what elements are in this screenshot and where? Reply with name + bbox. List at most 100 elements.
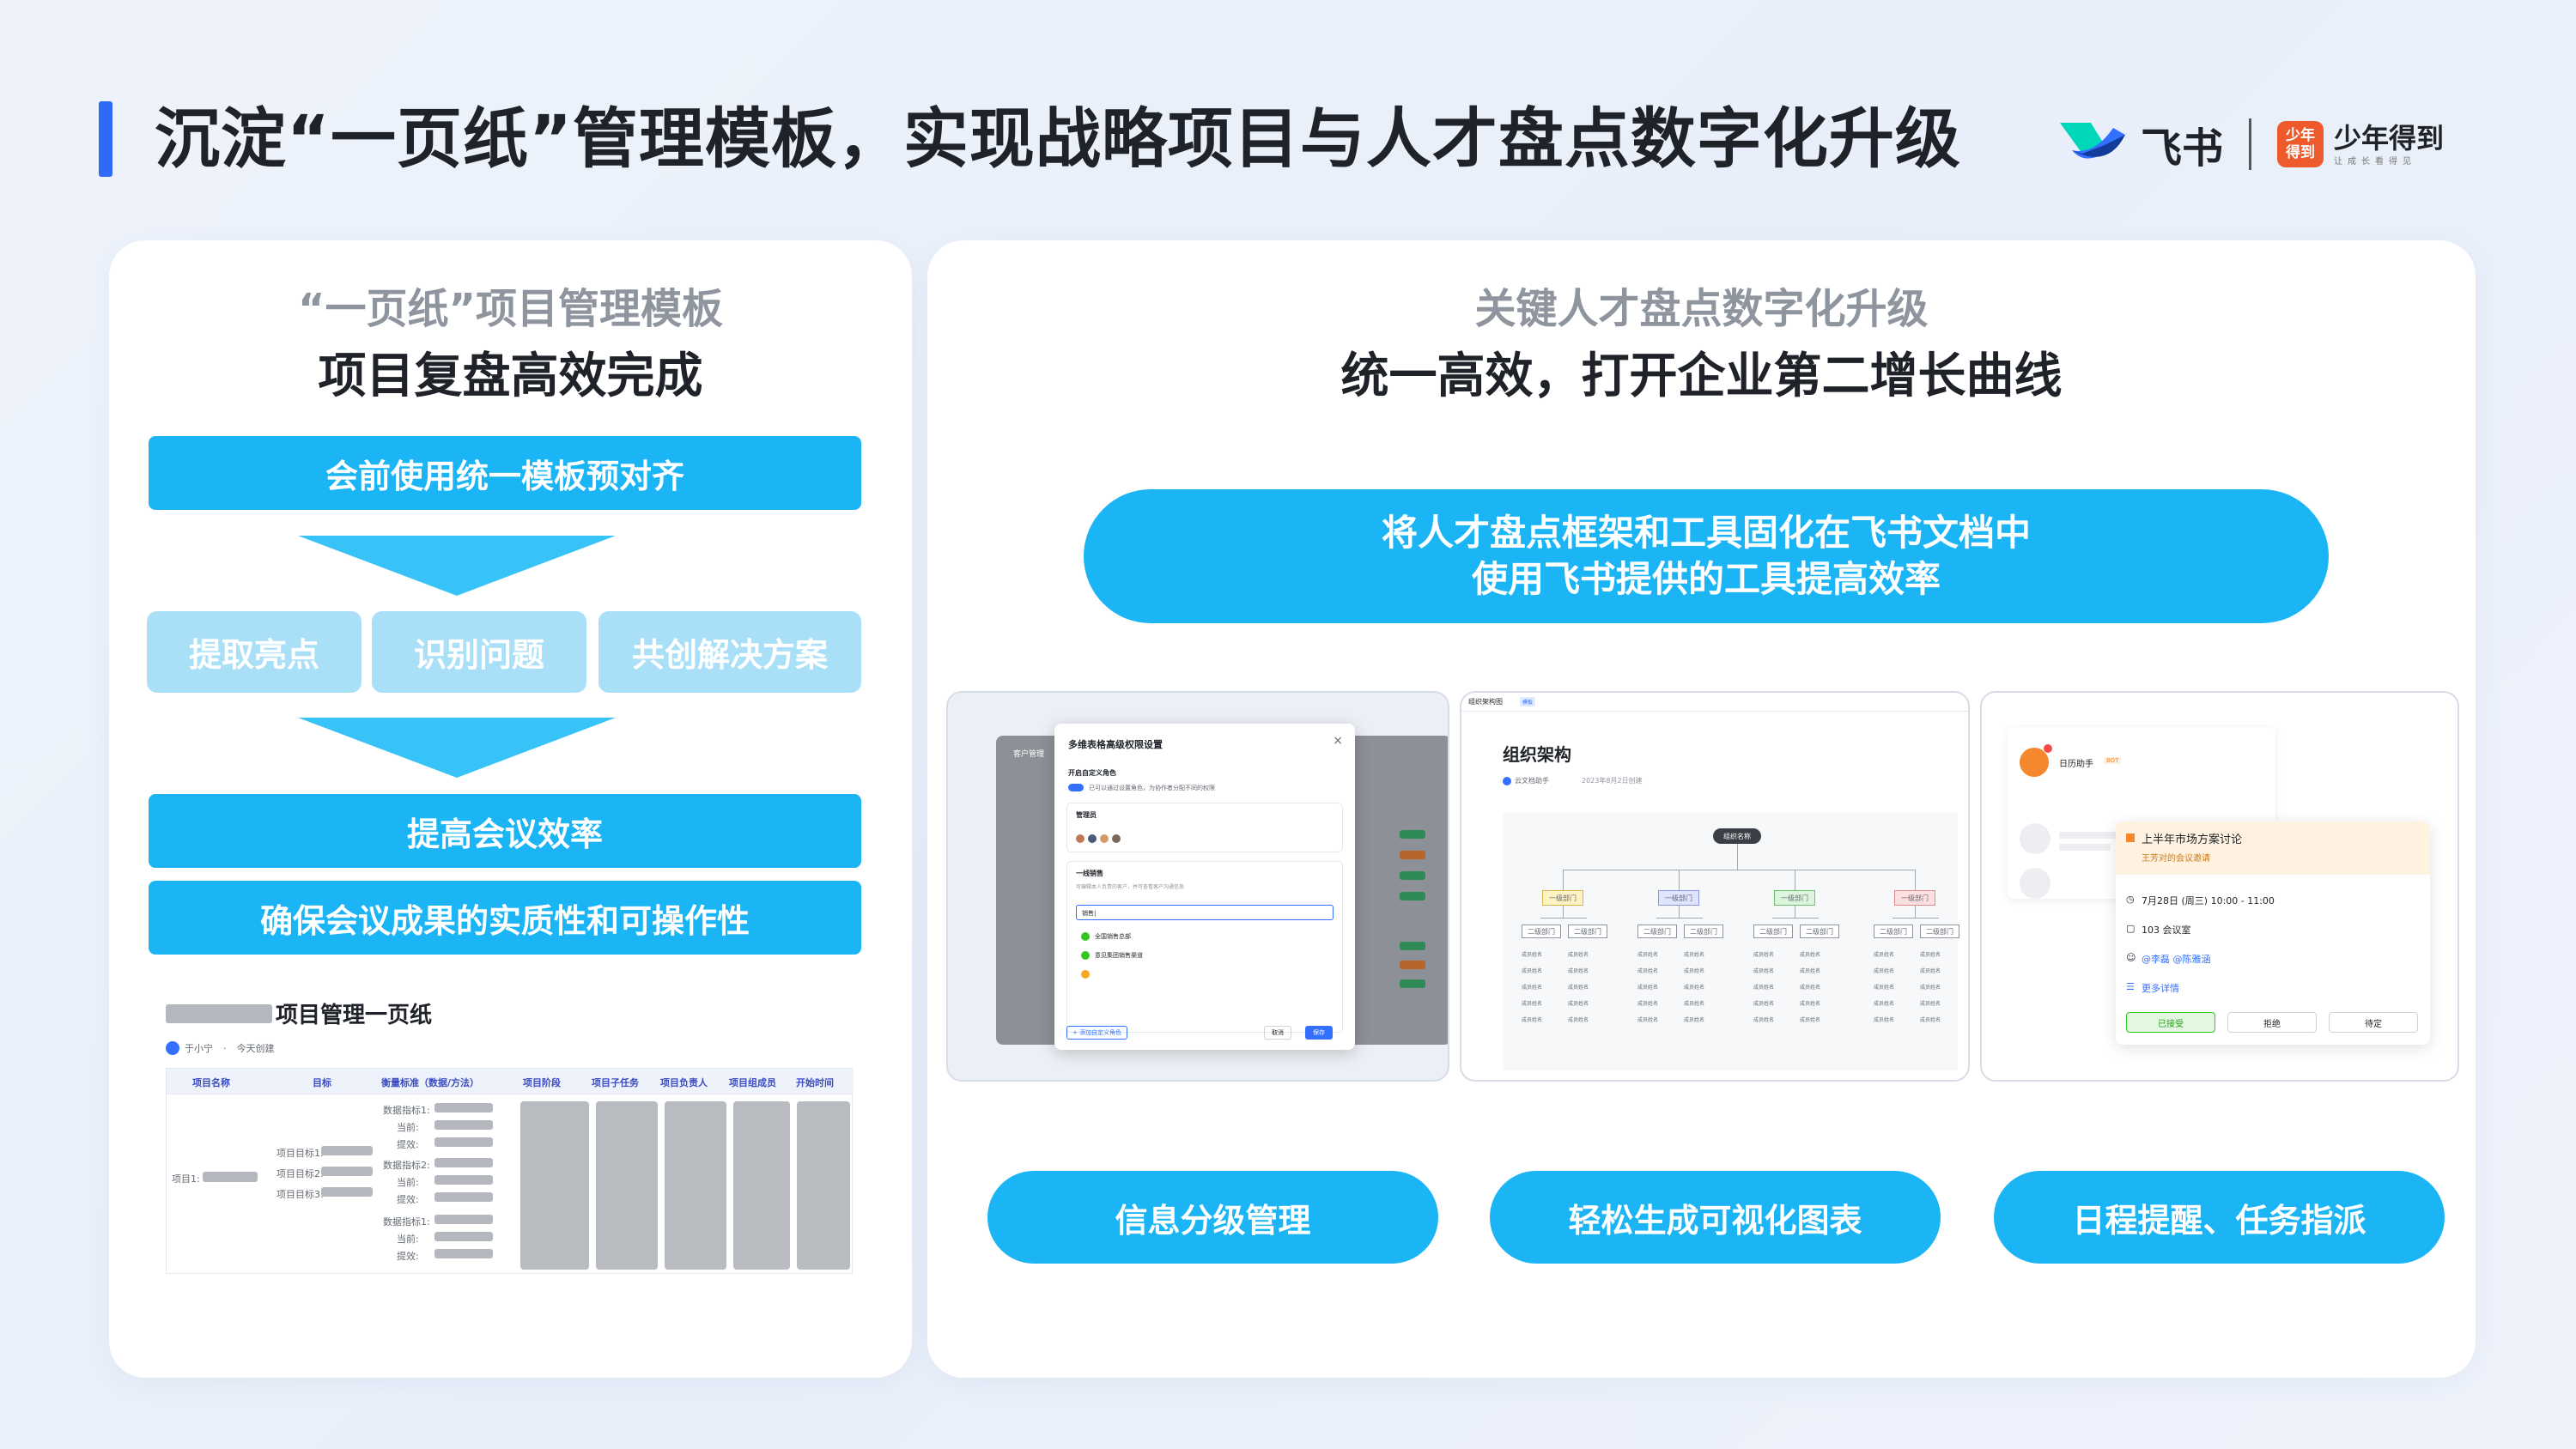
doc-created: 今天创建 xyxy=(236,1043,275,1054)
right-panel: 关键人才盘点数字化升级 统一高效，打开企业第二增长曲线 将人才盘点框架和工具固化… xyxy=(927,240,2476,1378)
col-members: 项目组成员 xyxy=(729,1077,776,1088)
status-chip xyxy=(1400,871,1425,880)
org-subdept-node: 二级部门 xyxy=(1753,925,1793,938)
metric-2: 数据指标2: xyxy=(383,1160,430,1171)
org-subdept-node: 二级部门 xyxy=(1637,925,1677,938)
add-role-button[interactable]: + 添加自定义角色 xyxy=(1066,1026,1128,1040)
role-card-sales[interactable]: 一线销售 可编辑本人负责的客户，并可查看客户沟通信息 销售| 全国销售总部 意见… xyxy=(1066,861,1343,1033)
doc-title-row: 项目管理一页纸 xyxy=(166,997,853,1029)
status-chip xyxy=(1400,892,1425,900)
option-dept-2[interactable]: 意见集团销售渠道 xyxy=(1095,952,1143,959)
col-stage: 项目阶段 xyxy=(523,1077,561,1088)
org-root-node: 组织名称 xyxy=(1713,828,1761,844)
col-project-name: 项目名称 xyxy=(192,1077,230,1088)
table-header-row xyxy=(167,1069,854,1094)
avatar-placeholder xyxy=(2020,823,2050,854)
avatar xyxy=(1112,834,1121,843)
redacted-column xyxy=(520,1101,589,1270)
project-label: 项目1: xyxy=(172,1173,200,1185)
status-chip xyxy=(1400,961,1425,969)
department-icon xyxy=(1081,932,1090,941)
room-icon: ▢ xyxy=(2126,923,2136,934)
title-accent-bar xyxy=(99,101,112,177)
org-subdept-node: 二级部门 xyxy=(1684,925,1723,938)
redacted-block xyxy=(434,1232,493,1241)
doc-title: 项目管理一页纸 xyxy=(276,1003,433,1028)
org-subdept-node: 二级部门 xyxy=(1874,925,1913,938)
banner-line-1: 将人才盘点框架和工具固化在飞书文档中 xyxy=(1381,512,2031,554)
snd-logo-top: 少年 xyxy=(2286,127,2316,144)
meta-sep: · xyxy=(223,1042,227,1054)
event-room: 103 会议室 xyxy=(2142,925,2191,936)
tentative-button[interactable]: 待定 xyxy=(2329,1012,2418,1033)
redacted-column xyxy=(665,1101,726,1270)
redacted-column xyxy=(797,1101,850,1270)
snd-logo-bottom: 得到 xyxy=(2286,144,2316,161)
org-subdept-node: 二级部门 xyxy=(1522,925,1561,938)
snd-brand-name: 少年得到 xyxy=(2334,121,2445,155)
member-search-input[interactable]: 销售| xyxy=(1076,905,1334,920)
close-icon[interactable]: × xyxy=(1333,734,1343,748)
template-badge: 模板 xyxy=(1520,697,1536,706)
bg-table-title: 客户管理 xyxy=(1013,750,1045,759)
brand-area: 飞书 少年 得到 少年得到 让成长看得见 xyxy=(2057,110,2444,179)
calendar-screenshot: 日历助手 BOT 上半年市场方案讨论 王芳对的会议邀请 ◷ 7月28日 (周三)… xyxy=(1980,691,2459,1082)
col-start: 开始时间 xyxy=(796,1077,834,1088)
metric-1: 数据指标1: xyxy=(383,1105,430,1116)
arrow-down-icon xyxy=(298,718,616,778)
doc-table: 项目名称 目标 衡量标准（数据/方法） 项目阶段 项目子任务 项目负责人 项目组… xyxy=(166,1068,854,1274)
redacted-block xyxy=(434,1175,493,1185)
snd-slogan: 让成长看得见 xyxy=(2334,156,2417,167)
page-title: 沉淀“一页纸”管理模板，实现战略项目与人才盘点数字化升级 xyxy=(155,100,1961,177)
status-chip xyxy=(1400,851,1425,859)
redacted-block xyxy=(434,1137,493,1147)
org-member-column: 成员姓名成员姓名成员姓名成员姓名成员姓名 xyxy=(1568,952,1589,1023)
org-member-column: 成员姓名成员姓名成员姓名成员姓名成员姓名 xyxy=(1800,952,1821,1023)
event-color-icon xyxy=(2126,834,2135,842)
option-dept-1[interactable]: 全国销售总部 xyxy=(1095,933,1131,940)
sales-desc: 可编辑本人负责的客户，并可查看客户沟通信息 xyxy=(1076,884,1185,890)
org-subdept-node: 二级部门 xyxy=(1568,925,1607,938)
decline-button[interactable]: 拒绝 xyxy=(2227,1012,2317,1033)
goal-3: 项目目标3: xyxy=(276,1189,324,1200)
org-subdept-node: 二级部门 xyxy=(1800,925,1839,938)
metric-3-gain: 提效: xyxy=(397,1251,419,1262)
pill-schedule-tasks: 日程提醒、任务指派 xyxy=(1994,1171,2445,1264)
accept-button[interactable]: 已接受 xyxy=(2126,1012,2215,1033)
pill-visual-charts: 轻松生成可视化图表 xyxy=(1490,1171,1941,1264)
cancel-button[interactable]: 取消 xyxy=(1264,1026,1291,1040)
tab-org-chart[interactable]: 组织架构图 xyxy=(1468,698,1503,706)
calendar-app-name: 日历助手 xyxy=(2059,760,2093,769)
org-member-grid: 成员姓名成员姓名成员姓名成员姓名成员姓名 成员姓名成员姓名成员姓名成员姓名成员姓… xyxy=(1522,947,1959,1058)
event-time: 7月28日 (周三) 10:00 - 11:00 xyxy=(2142,895,2275,906)
search-value: 销售| xyxy=(1082,910,1097,917)
role-card-manager[interactable]: 管理员 xyxy=(1066,803,1343,852)
org-subdept-node: 二级部门 xyxy=(1920,925,1959,938)
org-dept-node: 一级部门 xyxy=(1894,890,1935,906)
redacted-block xyxy=(434,1158,493,1167)
redacted-block xyxy=(166,1003,272,1023)
goal-1: 项目目标1: xyxy=(276,1148,324,1159)
left-subtitle-black: 项目复盘高效完成 xyxy=(318,349,703,404)
avatar xyxy=(166,1041,179,1055)
save-button[interactable]: 保存 xyxy=(1305,1026,1333,1040)
role-toggle[interactable] xyxy=(1068,784,1084,791)
banner-line-2: 使用飞书提供的工具提高效率 xyxy=(1471,558,1941,600)
redacted-block xyxy=(321,1167,373,1176)
one-page-doc-preview: 项目管理一页纸 于小宁 · 今天创建 项目名称 目标 衡量标准（数据/方法） 项… xyxy=(166,997,854,1281)
step-pre-align-bar: 会前使用统一模板预对齐 xyxy=(149,436,861,510)
avatar-placeholder xyxy=(2020,868,2050,899)
more-details-link[interactable]: 更多详情 xyxy=(2142,983,2179,994)
metric-1-current: 当前: xyxy=(397,1122,419,1133)
text-placeholder xyxy=(2059,844,2111,851)
org-member-column: 成员姓名成员姓名成员姓名成员姓名成员姓名 xyxy=(1684,952,1705,1023)
org-member-column: 成员姓名成员姓名成员姓名成员姓名成员姓名 xyxy=(1522,952,1543,1023)
tab-bar: 组织架构图 模板 xyxy=(1461,693,1968,712)
redacted-block xyxy=(434,1103,493,1113)
org-dept-node: 一级部门 xyxy=(1774,890,1815,906)
org-member-column: 成员姓名成员姓名成员姓名成员姓名成员姓名 xyxy=(1637,952,1659,1023)
event-attendees[interactable]: @李磊 @陈雅涵 xyxy=(2142,954,2211,965)
bot-badge: BOT xyxy=(2104,757,2122,764)
org-member-column: 成员姓名成员姓名成员姓名成员姓名成员姓名 xyxy=(1753,952,1775,1023)
avatar xyxy=(1088,834,1097,843)
